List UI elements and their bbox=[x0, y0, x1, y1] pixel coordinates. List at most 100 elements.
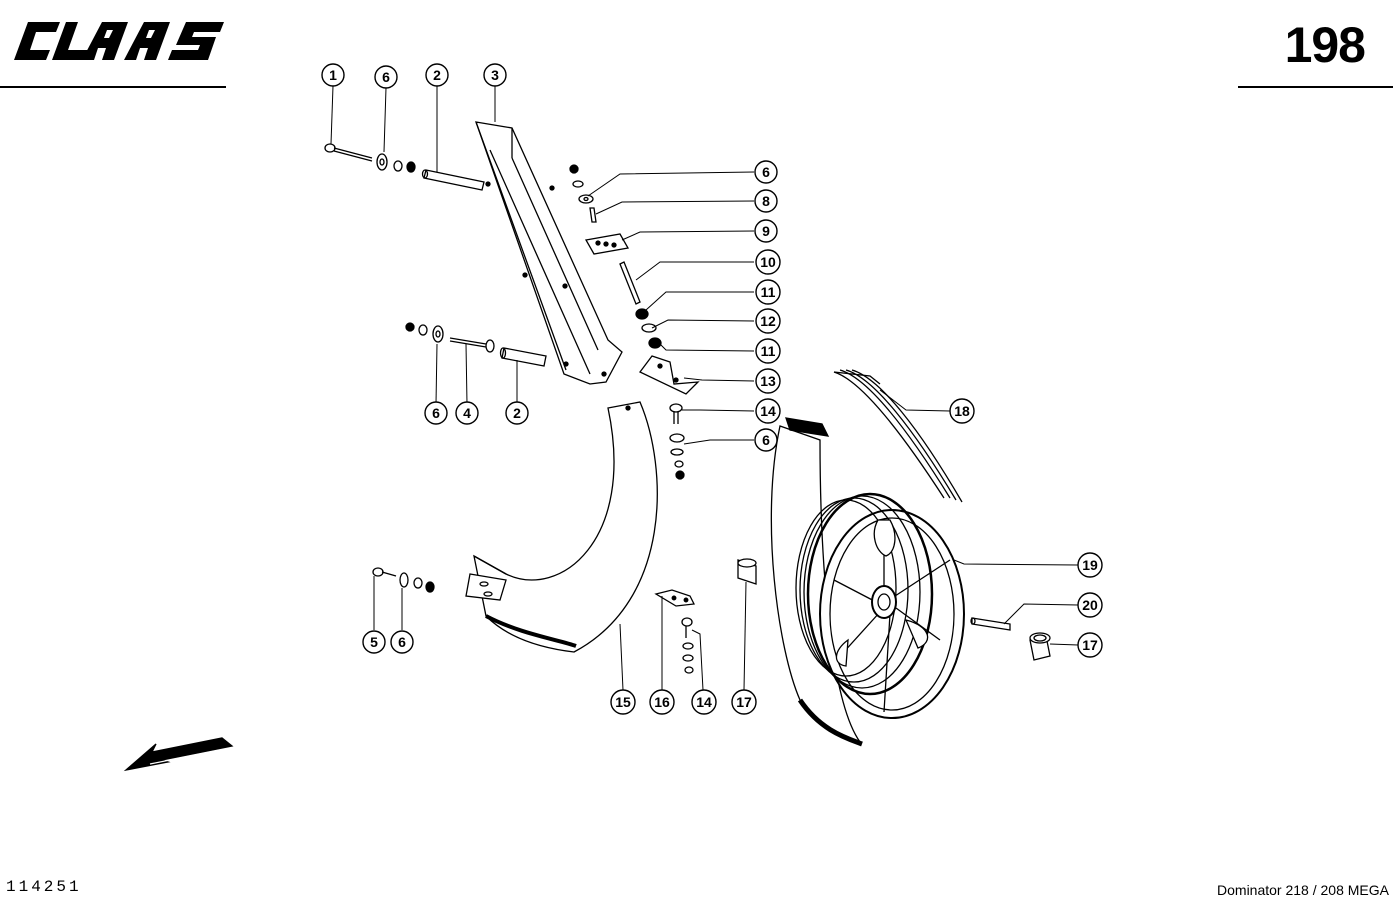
callout-circle bbox=[755, 279, 781, 305]
callout-label: 2 bbox=[433, 67, 441, 83]
callout-circle bbox=[390, 630, 414, 654]
callout-label: 13 bbox=[760, 373, 776, 389]
callout-label: 11 bbox=[761, 343, 776, 359]
callout-4: 4 bbox=[455, 401, 479, 425]
callout-label: 8 bbox=[762, 193, 770, 209]
direction-arrow bbox=[123, 737, 234, 772]
callout-label: 14 bbox=[696, 694, 712, 710]
callout-circle bbox=[754, 189, 778, 213]
callout-circle bbox=[755, 338, 781, 364]
callout-label: 6 bbox=[762, 164, 770, 180]
callout-3: 3 bbox=[483, 63, 507, 87]
callout-circle bbox=[1077, 632, 1103, 658]
callout-label: 20 bbox=[1082, 597, 1098, 613]
angle-bracket-part-3 bbox=[475, 121, 623, 385]
header-rule-right bbox=[1238, 86, 1393, 88]
callout-11: 11 bbox=[755, 279, 781, 305]
leader-lines bbox=[330, 85, 1079, 691]
callout-8: 8 bbox=[754, 189, 778, 213]
callout-6: 6 bbox=[424, 401, 448, 425]
callout-2: 2 bbox=[505, 401, 529, 425]
belt-guard-part-15 bbox=[465, 401, 658, 653]
callout-label: 5 bbox=[370, 634, 378, 650]
callout-circle bbox=[610, 689, 636, 715]
callout-2: 2 bbox=[425, 63, 449, 87]
callout-6: 6 bbox=[754, 160, 778, 184]
callout-6: 6 bbox=[390, 630, 414, 654]
callout-label: 19 bbox=[1082, 557, 1098, 573]
bushing-part-17-right bbox=[1029, 632, 1051, 661]
model-label: Dominator 218 / 208 MEGA bbox=[1217, 882, 1389, 898]
callout-13: 13 bbox=[755, 368, 781, 394]
callout-label: 9 bbox=[762, 223, 770, 239]
callout-10: 10 bbox=[755, 249, 781, 275]
bolt-part-4 bbox=[449, 337, 495, 353]
pin-part-20 bbox=[970, 617, 1011, 631]
bolt-washers-part-14-6 bbox=[669, 403, 685, 480]
bracket-part-13 bbox=[639, 355, 700, 395]
callout-circle bbox=[754, 160, 778, 184]
callout-circle bbox=[755, 398, 781, 424]
callout-label: 1 bbox=[329, 67, 337, 83]
callout-circle bbox=[649, 689, 675, 715]
header-rule-left bbox=[0, 86, 226, 88]
callout-label: 11 bbox=[761, 284, 776, 300]
callout-circle bbox=[455, 401, 479, 425]
callout-circle bbox=[321, 63, 345, 87]
callout-18: 18 bbox=[949, 398, 975, 424]
callout-circle bbox=[731, 689, 757, 715]
callout-6: 6 bbox=[754, 428, 778, 452]
claas-logo bbox=[14, 22, 224, 60]
callout-label: 14 bbox=[760, 403, 776, 419]
callout-20: 20 bbox=[1077, 592, 1103, 618]
callout-circle bbox=[1077, 552, 1103, 578]
callout-circle bbox=[424, 401, 448, 425]
sleeve-part-2-top bbox=[421, 169, 485, 191]
callout-11: 11 bbox=[755, 338, 781, 364]
callout-15: 15 bbox=[610, 689, 636, 715]
nut-washer-left-middle bbox=[405, 322, 444, 343]
callout-circle bbox=[754, 428, 778, 452]
callout-circle bbox=[1077, 592, 1103, 618]
callout-label: 17 bbox=[1082, 637, 1098, 653]
bolt-part-1 bbox=[324, 143, 373, 162]
callout-5: 5 bbox=[362, 630, 386, 654]
callout-17: 17 bbox=[731, 689, 757, 715]
washer-part-6-top bbox=[376, 153, 416, 173]
callout-label: 17 bbox=[736, 694, 752, 710]
callout-label: 16 bbox=[654, 694, 670, 710]
callout-circle bbox=[425, 63, 449, 87]
callout-label: 12 bbox=[760, 313, 776, 329]
callout-label: 6 bbox=[432, 405, 440, 421]
callout-14: 14 bbox=[755, 398, 781, 424]
bracket-part-16 bbox=[654, 589, 695, 607]
callout-label: 4 bbox=[463, 405, 471, 421]
callout-circle bbox=[754, 219, 778, 243]
bushing-part-17-left bbox=[737, 558, 757, 585]
callout-12: 12 bbox=[755, 308, 781, 334]
callout-circle bbox=[483, 63, 507, 87]
page-number: 198 bbox=[1284, 17, 1366, 73]
callout-circle bbox=[691, 689, 717, 715]
callout-circle bbox=[505, 401, 529, 425]
callout-1: 1 bbox=[321, 63, 345, 87]
sleeve-part-2-middle bbox=[499, 347, 547, 367]
callout-circle bbox=[755, 249, 781, 275]
callout-label: 6 bbox=[398, 634, 406, 650]
callout-label: 10 bbox=[760, 254, 776, 270]
callout-circle bbox=[949, 398, 975, 424]
callout-14: 14 bbox=[691, 689, 717, 715]
bolt-washer-part-5-6 bbox=[372, 567, 435, 593]
v-belt-part-18 bbox=[770, 369, 963, 747]
callout-label: 6 bbox=[762, 432, 770, 448]
callout-label: 18 bbox=[954, 403, 970, 419]
callout-16: 16 bbox=[649, 689, 675, 715]
callout-label: 6 bbox=[382, 69, 390, 85]
callout-19: 19 bbox=[1077, 552, 1103, 578]
callout-6: 6 bbox=[374, 65, 398, 89]
callout-circle bbox=[755, 368, 781, 394]
hardware-stack-right bbox=[569, 164, 662, 349]
callout-circle bbox=[755, 308, 781, 334]
